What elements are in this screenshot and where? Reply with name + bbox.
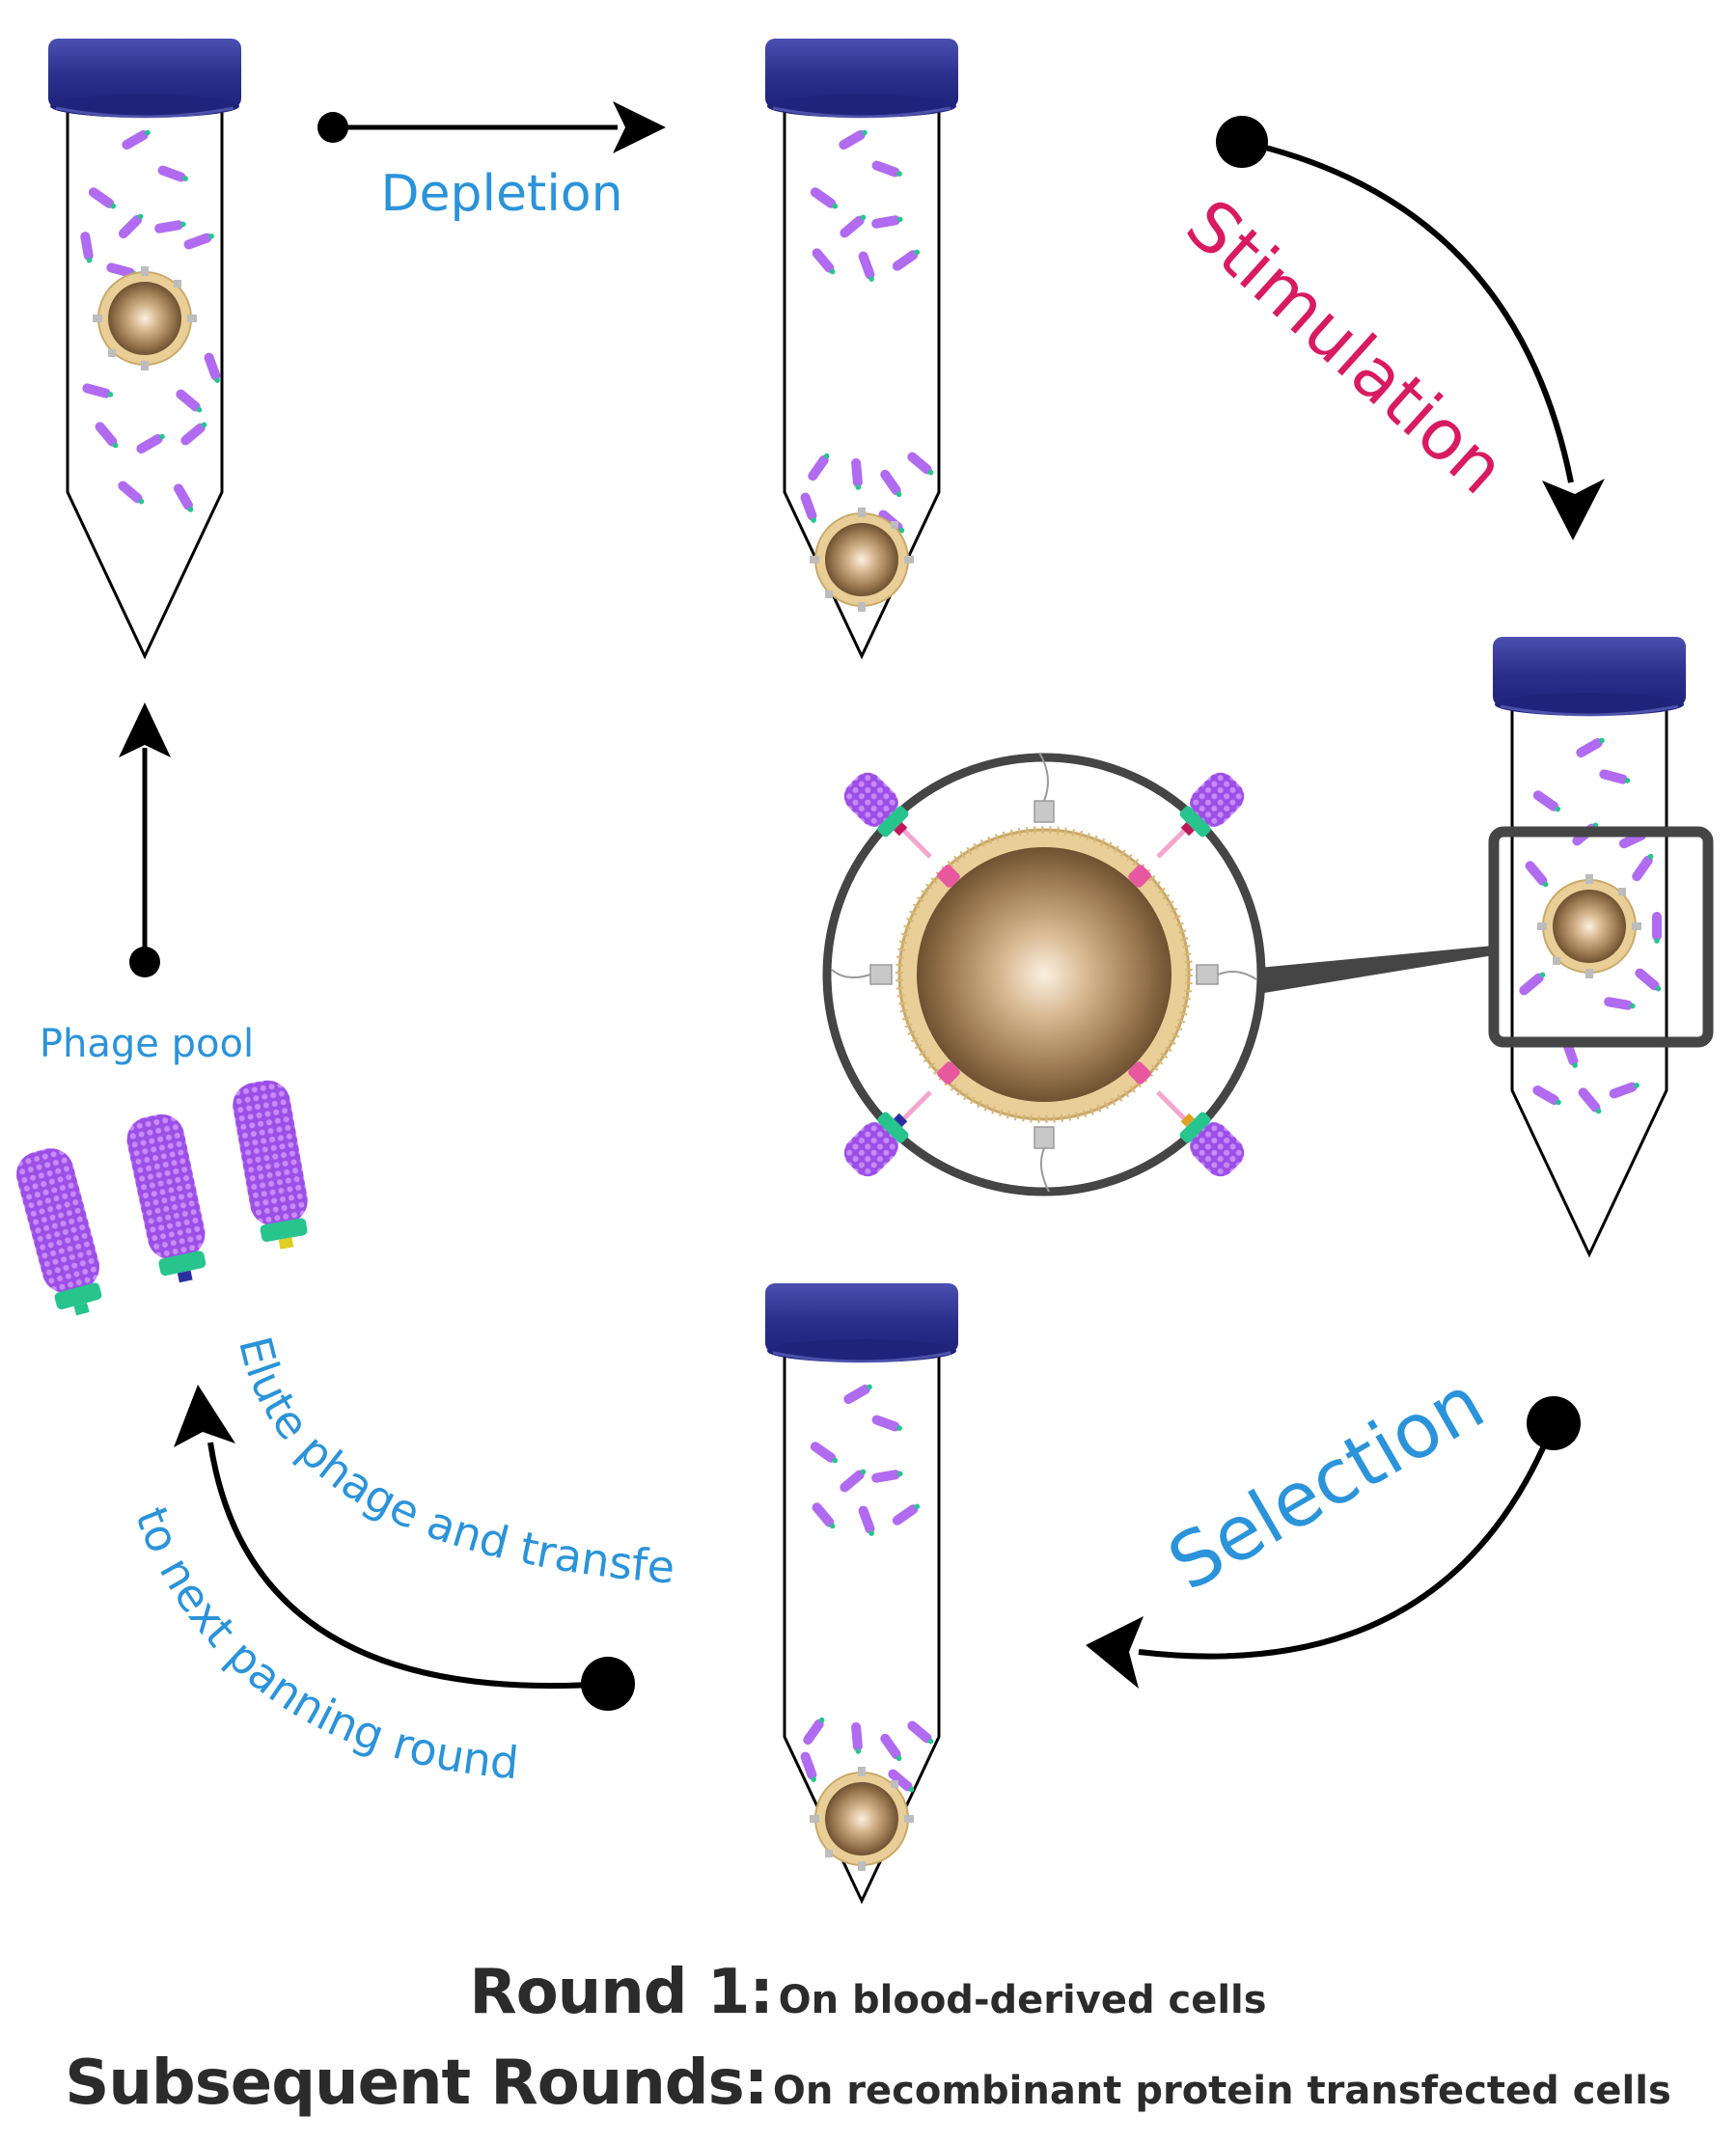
magnifier-icon (822, 752, 1266, 1196)
arrow-icon (1086, 1396, 1581, 1689)
round1-text: On blood-derived cells (778, 1978, 1267, 2022)
phage-icon (233, 1080, 308, 1250)
tube-1 (46, 37, 243, 658)
phage-icon (126, 1113, 207, 1283)
footer-subsequent: Subsequent Rounds: On recombinant protei… (0, 2048, 1736, 2119)
depletion-label: Depletion (380, 165, 622, 223)
round1-heading: Round 1: (469, 1957, 774, 2028)
phage-icon (16, 1148, 102, 1316)
selection-label: Selection (1155, 1360, 1499, 1608)
phage-pool (16, 1080, 308, 1316)
zoom-frame (1488, 826, 1714, 1048)
subsequent-heading: Subsequent Rounds: (65, 2048, 768, 2119)
phage-pool-label: Phage pool (40, 1022, 254, 1066)
subsequent-text: On recombinant protein transfected cells (772, 2069, 1671, 2113)
stimulation-label: Stimulation (1171, 183, 1521, 509)
tube-3 (1491, 635, 1688, 1256)
arrow-icon (119, 702, 171, 977)
arrow-icon (317, 101, 666, 153)
magnifier-connector (1258, 946, 1494, 994)
tube-4 (763, 1281, 960, 1903)
arrow-icon (1216, 116, 1605, 540)
arrow-icon (174, 1385, 635, 1711)
tube-2 (763, 37, 960, 658)
footer-round1: Round 1: On blood-derived cells (0, 1957, 1736, 2028)
